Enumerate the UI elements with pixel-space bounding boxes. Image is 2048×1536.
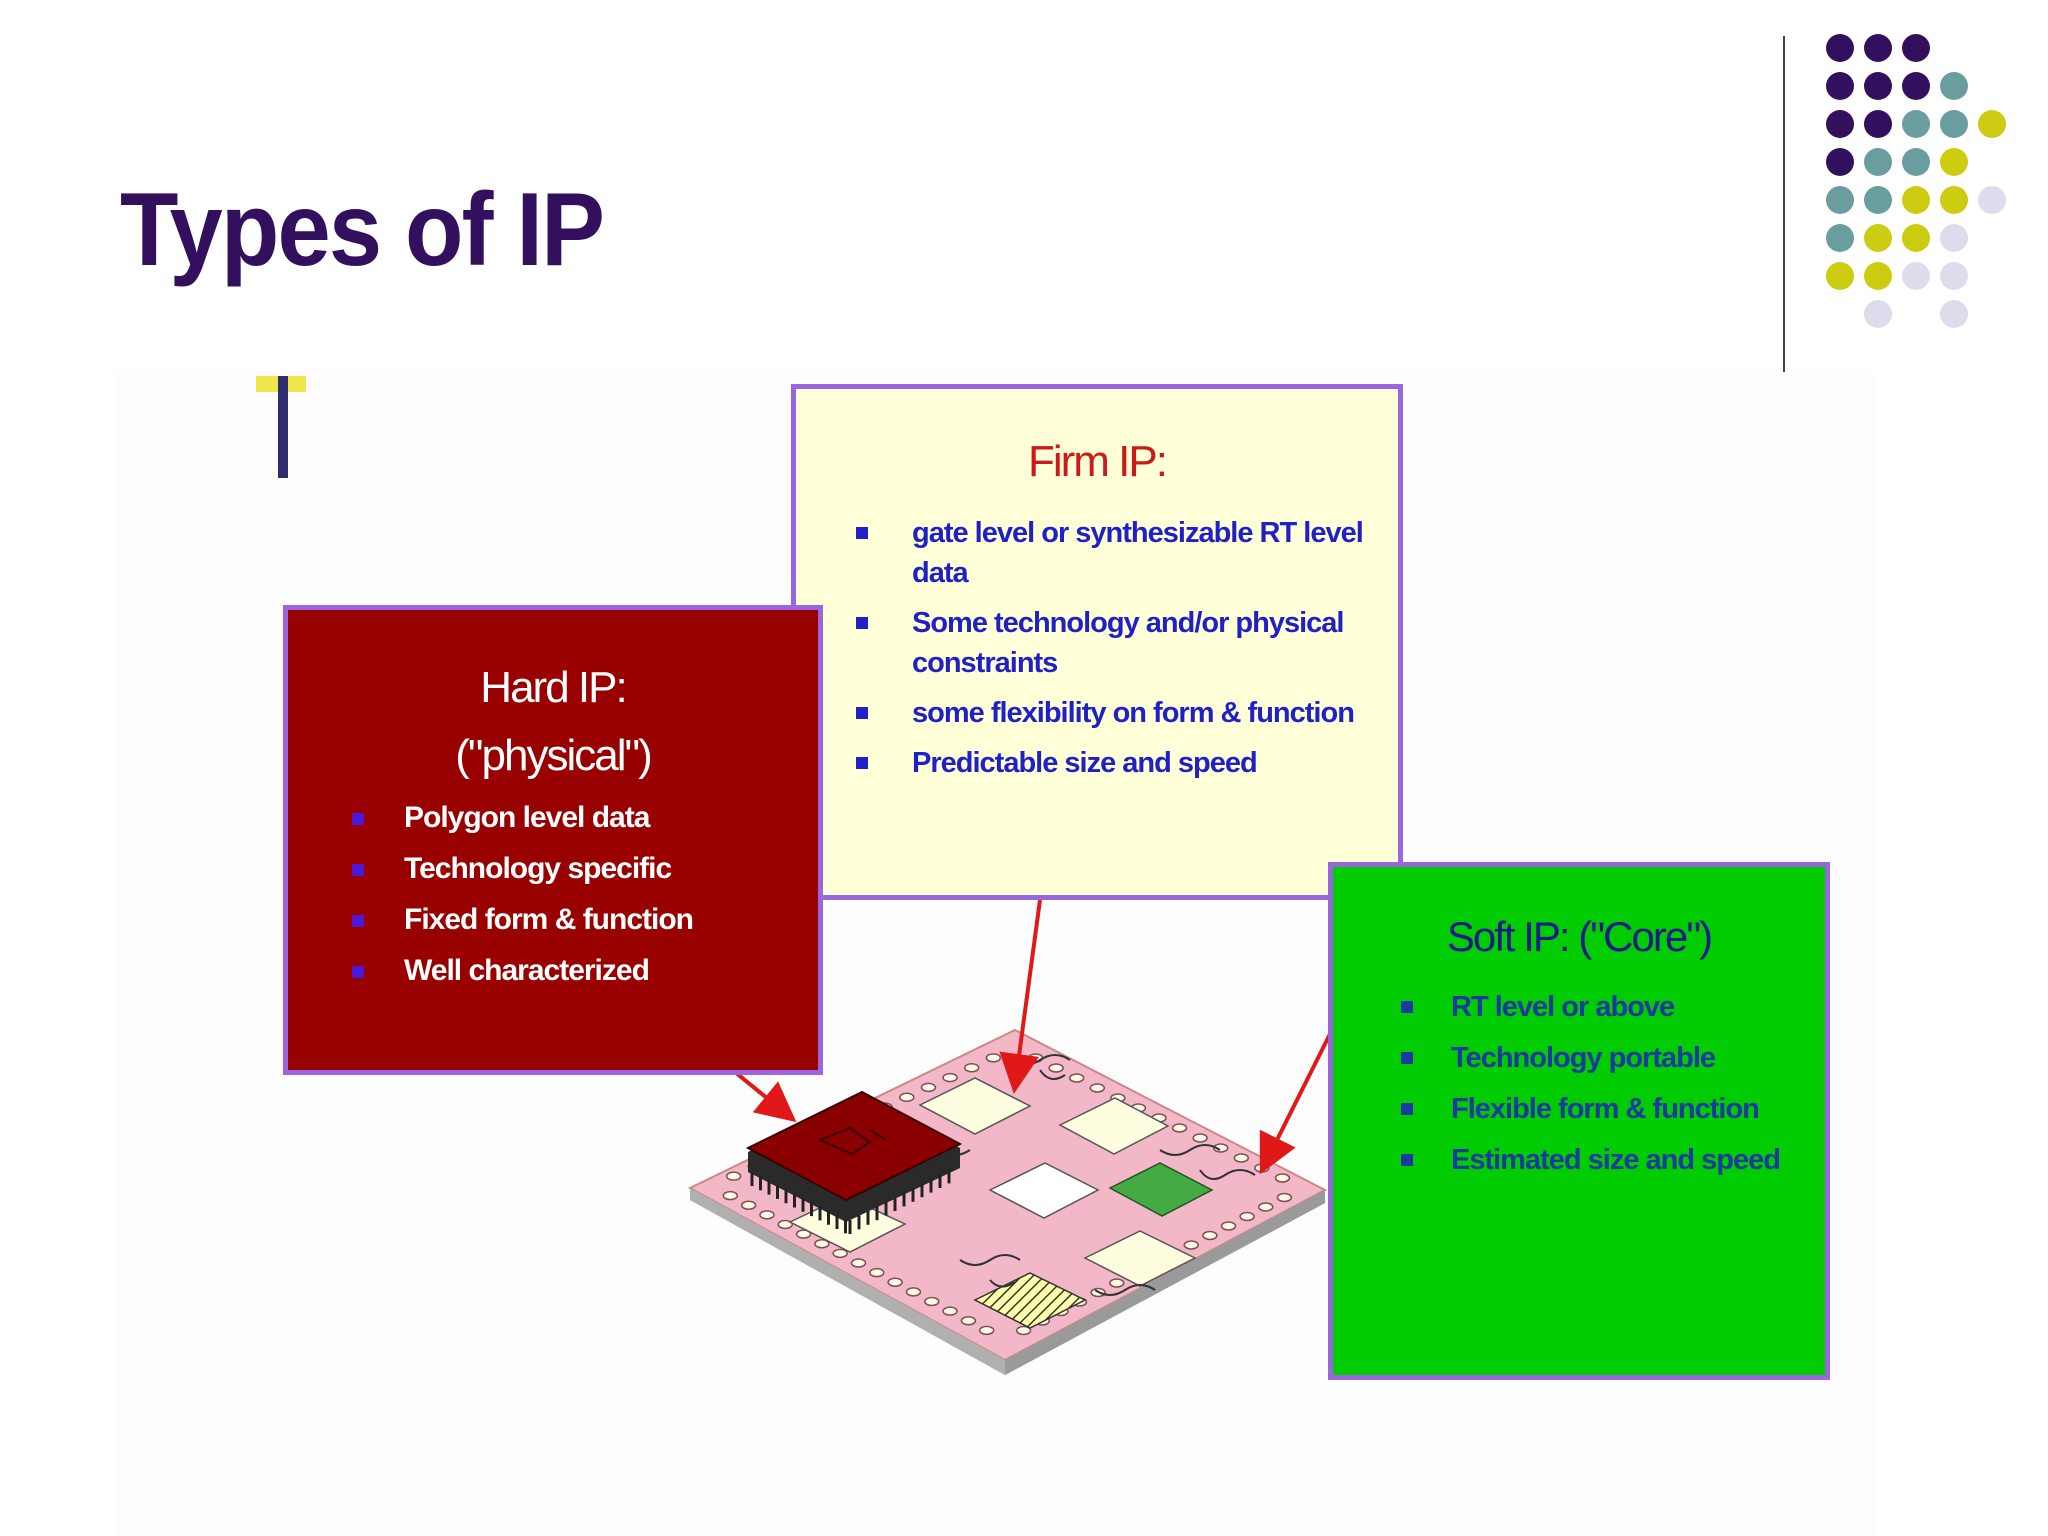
chip-pad — [899, 1092, 915, 1103]
list-item: gate level or synthesizable RT level dat… — [796, 513, 1398, 593]
chip-pad — [1068, 1073, 1085, 1083]
bullet-square-icon — [856, 527, 868, 539]
list-item: Flexible form & function — [1333, 1089, 1825, 1129]
bullet-square-icon — [1401, 1103, 1413, 1115]
chip-pad — [1274, 1173, 1291, 1183]
chip-block-3 — [988, 1162, 1100, 1219]
chip-pad — [960, 1316, 977, 1326]
bullet-square-icon — [352, 966, 364, 978]
hard-ip-subtitle: ("physical") — [455, 731, 653, 780]
chip-board-edge-left — [690, 1188, 1005, 1375]
chip-pad — [1015, 1325, 1032, 1336]
chip-block-4 — [1083, 1230, 1197, 1287]
chip-pad — [869, 1267, 885, 1278]
chip-pad — [963, 1062, 980, 1073]
chip-pad — [795, 1229, 812, 1239]
chip-pad — [725, 1171, 742, 1181]
chip-pad — [1183, 1240, 1199, 1250]
firm-ip-list: gate level or synthesizable RT level dat… — [796, 513, 1398, 793]
hard-ip-package-pins — [750, 1169, 951, 1234]
chip-pad — [1276, 1192, 1293, 1203]
chip-pad — [1220, 1221, 1237, 1231]
arrow-firm-ip — [999, 899, 1042, 1094]
chip-pad — [924, 1296, 940, 1307]
chip-board-edge-right — [1005, 1190, 1325, 1375]
hard-ip-list: Polygon level data Technology specific F… — [288, 798, 818, 1002]
chip-pad — [1258, 1202, 1274, 1212]
bullet-square-icon — [856, 707, 868, 719]
bullet-square-icon — [856, 757, 868, 769]
chip-pad — [942, 1306, 958, 1316]
bullet-square-icon — [352, 813, 364, 825]
list-item: Well characterized — [288, 951, 818, 991]
chip-pad — [1171, 1123, 1188, 1133]
chip-pad — [759, 1210, 775, 1220]
chip-block-green — [1108, 1162, 1214, 1217]
chip-pad — [1233, 1153, 1250, 1163]
chip-pad — [832, 1248, 848, 1259]
firm-ip-title: Firm IP: — [1028, 437, 1168, 486]
bullet-square-icon — [352, 864, 364, 876]
chip-pad — [740, 1200, 757, 1210]
bullet-square-icon — [1401, 1154, 1413, 1166]
chip-pad — [1254, 1163, 1270, 1173]
chip-pad — [887, 1277, 903, 1287]
chip-pad — [1212, 1143, 1229, 1153]
chip-pad — [1048, 1063, 1064, 1073]
list-item: Fixed form & function — [288, 900, 818, 940]
chip-pad — [722, 1190, 739, 1201]
soft-ip-box: Soft IP: ("Core") RT level or above Tech… — [1328, 862, 1830, 1380]
bullet-square-icon — [1401, 1001, 1413, 1013]
hard-ip-package-marking — [817, 1126, 887, 1156]
soft-ip-list: RT level or above Technology portable Fl… — [1333, 987, 1825, 1191]
hard-ip-package-top — [745, 1090, 963, 1202]
title-divider-line — [1783, 36, 1785, 374]
stray-t-mark — [256, 376, 306, 478]
list-item: Technology specific — [288, 849, 818, 889]
chip-pad — [1239, 1211, 1255, 1222]
soft-ip-title: Soft IP: ("Core") — [1446, 913, 1713, 960]
chip-pad — [985, 1053, 1002, 1063]
bullet-square-icon — [856, 617, 868, 629]
chip-pad — [1202, 1230, 1218, 1241]
list-item: RT level or above — [1333, 987, 1825, 1027]
chip-pad — [777, 1219, 793, 1230]
chip-pad — [814, 1239, 830, 1249]
list-item: Estimated size and speed — [1333, 1140, 1825, 1180]
firm-ip-box: Firm IP: gate level or synthesizable RT … — [791, 384, 1403, 900]
list-item: some flexibility on form & function — [796, 693, 1398, 733]
list-item: Some technology and/or physical constrai… — [796, 603, 1398, 683]
hard-ip-title: Hard IP: ("physical") — [455, 663, 653, 780]
list-item: Polygon level data — [288, 798, 818, 838]
list-item: Predictable size and speed — [796, 743, 1398, 783]
list-item: Technology portable — [1333, 1038, 1825, 1078]
chip-pad — [942, 1072, 958, 1083]
bullet-square-icon — [352, 915, 364, 927]
chip-pad — [905, 1287, 922, 1297]
chip-block-2 — [1058, 1097, 1170, 1155]
chip-pad — [920, 1082, 937, 1093]
chip-pad — [978, 1325, 995, 1336]
chip-pad — [850, 1258, 867, 1268]
hard-ip-box: Hard IP: ("physical") Polygon level data… — [283, 605, 823, 1075]
chip-pad — [1192, 1133, 1208, 1143]
slide-title: Types of IP — [120, 172, 605, 288]
chip-pad — [1089, 1083, 1106, 1093]
bullet-square-icon — [1401, 1052, 1413, 1064]
arrow-soft-ip — [1259, 1021, 1338, 1175]
chip-pad — [1109, 1278, 1125, 1288]
